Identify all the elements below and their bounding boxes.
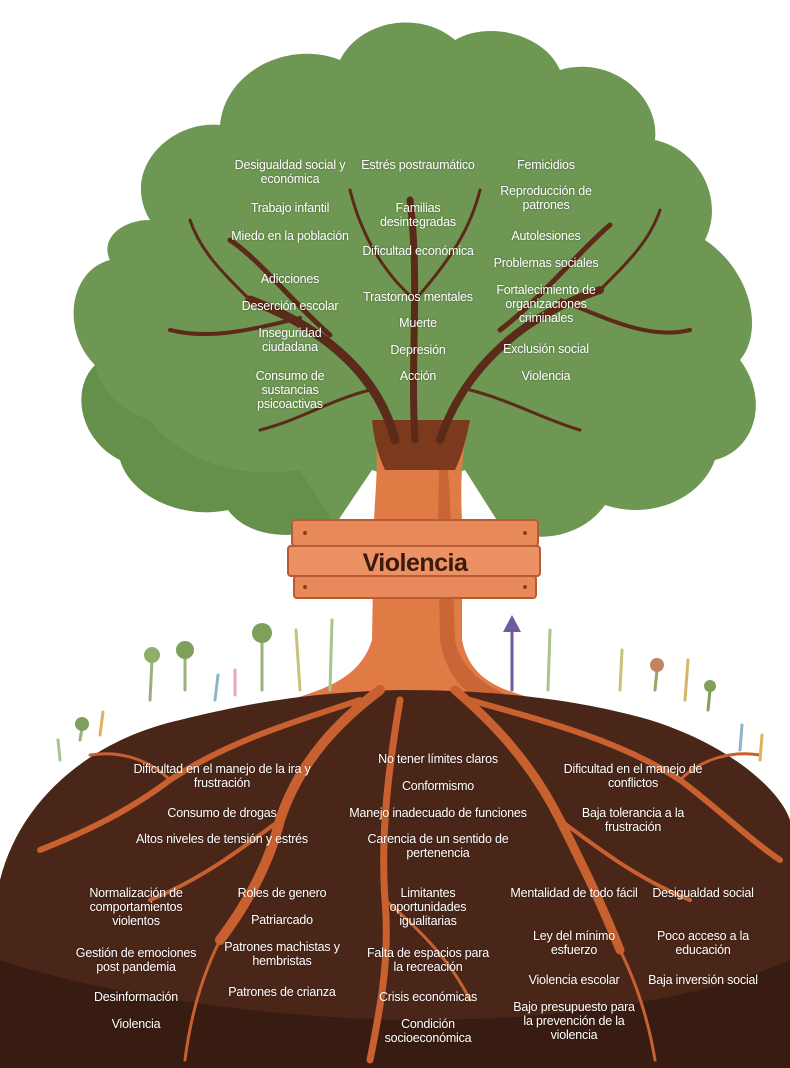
- crown-effect-label: Problemas sociales: [493, 256, 599, 270]
- root-cause-label: Manejo inadecuado de funciones: [349, 806, 527, 820]
- sign-title: Violencia: [362, 549, 468, 577]
- crown-effect-label: Violencia: [521, 369, 571, 383]
- root-cause-label: Consumo de drogas: [167, 806, 277, 820]
- crown-effect-label: Acción: [399, 369, 437, 383]
- root-cause-label: Gestión de emociones post pandemia: [75, 946, 197, 974]
- crown-effect-label: Deserción escolar: [241, 299, 339, 313]
- root-cause-label: Desigualdad social: [652, 886, 754, 900]
- crown-effect-label: Estrés postraumático: [361, 158, 475, 172]
- soil-shade: [0, 960, 790, 1068]
- root-cause-label: Patrones de crianza: [228, 985, 336, 999]
- crown-effect-label: Trastornos mentales: [363, 290, 473, 304]
- root-cause-label: Baja tolerancia a la frustración: [581, 806, 685, 834]
- root-cause-label: Falta de espacios para la recreación: [366, 946, 490, 974]
- crown-effect-label: Desigualdad social y económica: [234, 158, 346, 186]
- root-cause-label: Dificultad en el manejo de la ira y frus…: [133, 762, 311, 790]
- root-cause-label: Mentalidad de todo fácil: [510, 886, 638, 900]
- root-cause-label: Condición socioeconómica: [384, 1017, 472, 1045]
- tree-branches: [168, 188, 692, 445]
- root-cause-label: Desinformación: [93, 990, 179, 1004]
- root-cause-label: Patrones machistas y hembristas: [224, 940, 340, 968]
- crown-effect-label: Femicidios: [517, 158, 575, 172]
- root-cause-label: Patriarcado: [251, 913, 313, 927]
- root-cause-label: Violencia escolar: [528, 973, 620, 987]
- root-cause-label: Poco acceso a la educación: [657, 929, 749, 957]
- crown-effect-label: Fortalecimiento de organizaciones crimin…: [496, 283, 596, 325]
- root-cause-label: Dificultad en el manejo de conflictos: [563, 762, 703, 790]
- root-cause-label: Altos niveles de tensión y estrés: [136, 832, 308, 846]
- root-cause-label: Violencia: [111, 1017, 161, 1031]
- tree-roots: [37, 685, 783, 1064]
- crown-effect-label: Autolesiones: [511, 229, 581, 243]
- crown-effect-label: Consumo de sustancias psicoactivas: [255, 369, 325, 411]
- crown-effect-label: Reproducción de patrones: [500, 184, 592, 212]
- crown-effect-label: Miedo en la población: [231, 229, 349, 243]
- root-cause-label: Roles de genero: [237, 886, 327, 900]
- soil-mound: [0, 690, 790, 1068]
- crown-effect-label: Familias desintegradas: [380, 201, 456, 229]
- crown-effect-label: Dificultad económica: [362, 244, 474, 258]
- crown-effect-label: Depresión: [390, 343, 446, 357]
- crown-effect-label: Trabajo infantil: [250, 201, 330, 215]
- crown-effect-label: Inseguridad ciudadana: [258, 326, 322, 354]
- canopy-shade: [81, 365, 336, 535]
- root-cause-label: Conformismo: [401, 779, 475, 793]
- grass-sprouts: [56, 615, 764, 762]
- root-cause-label: Crisis económicas: [378, 990, 478, 1004]
- violencia-sign: [287, 519, 541, 599]
- root-cause-label: Bajo presupuesto para la prevención de l…: [513, 1000, 635, 1042]
- root-cause-label: Limitantes oportunidades igualitarias: [389, 886, 467, 928]
- root-cause-label: Baja inversión social: [648, 973, 758, 987]
- crown-effect-label: Muerte: [399, 316, 437, 330]
- root-cause-label: Normalización de comportamientos violent…: [89, 886, 183, 928]
- crown-effect-label: Adicciones: [260, 272, 320, 286]
- root-cause-label: Ley del mínimo esfuerzo: [533, 929, 615, 957]
- crown-effect-label: Exclusión social: [503, 342, 589, 356]
- root-cause-label: Carencia de un sentido de pertenencia: [367, 832, 509, 860]
- root-cause-label: No tener límites claros: [378, 752, 498, 766]
